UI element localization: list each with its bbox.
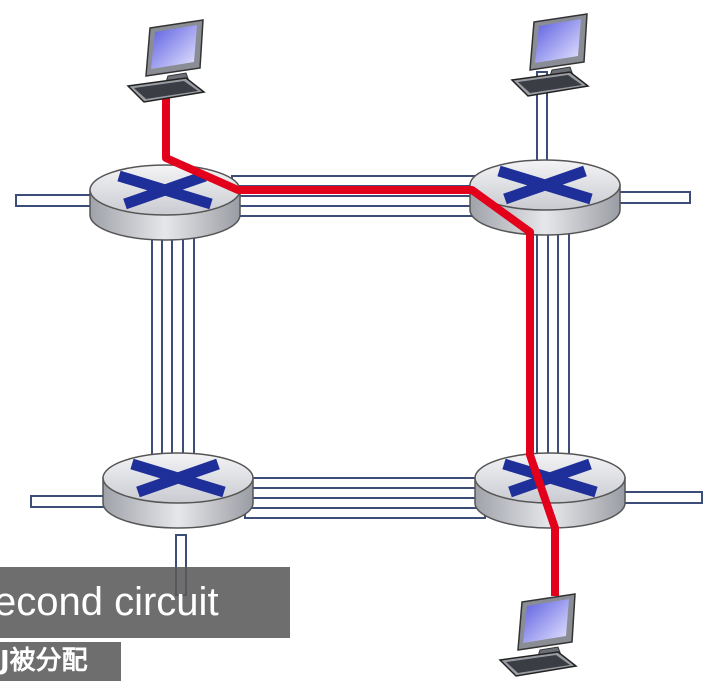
subtitle-line-2: J被分配	[0, 642, 121, 681]
computer-icon	[127, 19, 205, 103]
subtitle-line-1: econd circuit	[0, 567, 290, 638]
computer-icon	[511, 13, 589, 97]
router-icon	[102, 452, 254, 529]
computer-icon	[499, 593, 577, 677]
trunk-links	[151, 175, 570, 519]
router-icon	[469, 159, 621, 236]
router-icon	[89, 164, 241, 241]
allocated-circuit-path	[162, 84, 559, 596]
